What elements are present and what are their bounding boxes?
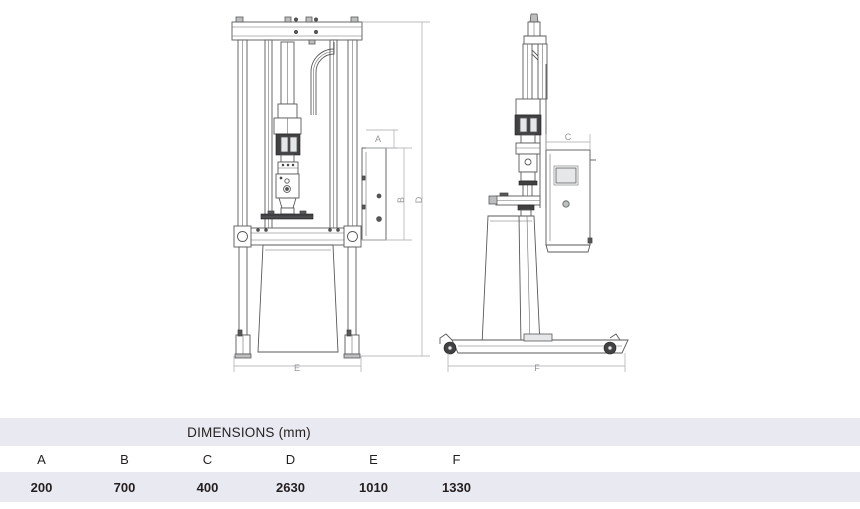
value-f: 1330: [442, 479, 471, 495]
dimension-label-f: F: [534, 363, 540, 373]
title-spacer: [498, 418, 860, 446]
front-side-enclosure: [361, 147, 387, 241]
front-columns: [237, 39, 358, 231]
front-cable-arch: [308, 39, 335, 115]
header-spacer: [498, 446, 860, 472]
dimension-label-a: A: [375, 134, 381, 144]
title-spacer: [332, 418, 415, 446]
column-header-d: D: [285, 451, 296, 467]
dimension-label-c: C: [565, 132, 572, 142]
side-base-casters: [439, 333, 629, 355]
value-b: 700: [113, 479, 136, 495]
title-spacer: [0, 418, 83, 446]
dimension-label-d: D: [414, 196, 424, 203]
side-platen-arm: [488, 192, 541, 217]
side-dimension-lines: C F: [447, 132, 626, 373]
front-platen: [260, 210, 314, 220]
column-header-a: A: [37, 451, 46, 467]
value-spacer: [498, 472, 860, 502]
machine-drawing-svg: .ln { fill:none; stroke:#58595b; stroke-…: [231, 13, 629, 373]
side-actuator: [514, 98, 542, 186]
column-header-c: C: [202, 451, 213, 467]
side-view: C F: [439, 13, 629, 373]
value-c: 400: [196, 479, 219, 495]
dimensions-table: DIMENSIONS (mm) A B C D E F 200 700 400 …: [0, 418, 860, 502]
front-dimension-lines: A B D E: [233, 21, 430, 373]
title-spacer: [83, 418, 166, 446]
front-lower-crosshead: [233, 225, 362, 248]
cabinet-knob: [562, 200, 570, 208]
value-d: 2630: [276, 479, 305, 495]
side-base-pedestal: [481, 215, 541, 346]
dimension-label-b: B: [396, 197, 406, 203]
column-header-b: B: [120, 451, 129, 467]
title-spacer: [415, 418, 498, 446]
front-actuator-assembly: [273, 41, 302, 215]
table-title-row: DIMENSIONS (mm): [0, 418, 860, 446]
front-view: A B D E: [231, 16, 430, 373]
technical-drawing: .ln { fill:none; stroke:#58595b; stroke-…: [231, 13, 629, 373]
front-base-feet: [234, 246, 361, 359]
column-header-f: F: [452, 451, 461, 467]
front-top-crosshead: [231, 16, 363, 41]
dimensions-title: DIMENSIONS (mm): [187, 424, 311, 440]
side-control-cabinet: [545, 149, 596, 253]
dimension-label-e: E: [294, 363, 300, 373]
table-header-row: A B C D E F: [0, 446, 860, 472]
value-e: 1010: [359, 479, 388, 495]
table-row: 200 700 400 2630 1010 1330: [0, 472, 860, 502]
column-header-e: E: [369, 451, 378, 467]
value-a: 200: [30, 479, 53, 495]
front-base-cabinet: [257, 244, 339, 353]
